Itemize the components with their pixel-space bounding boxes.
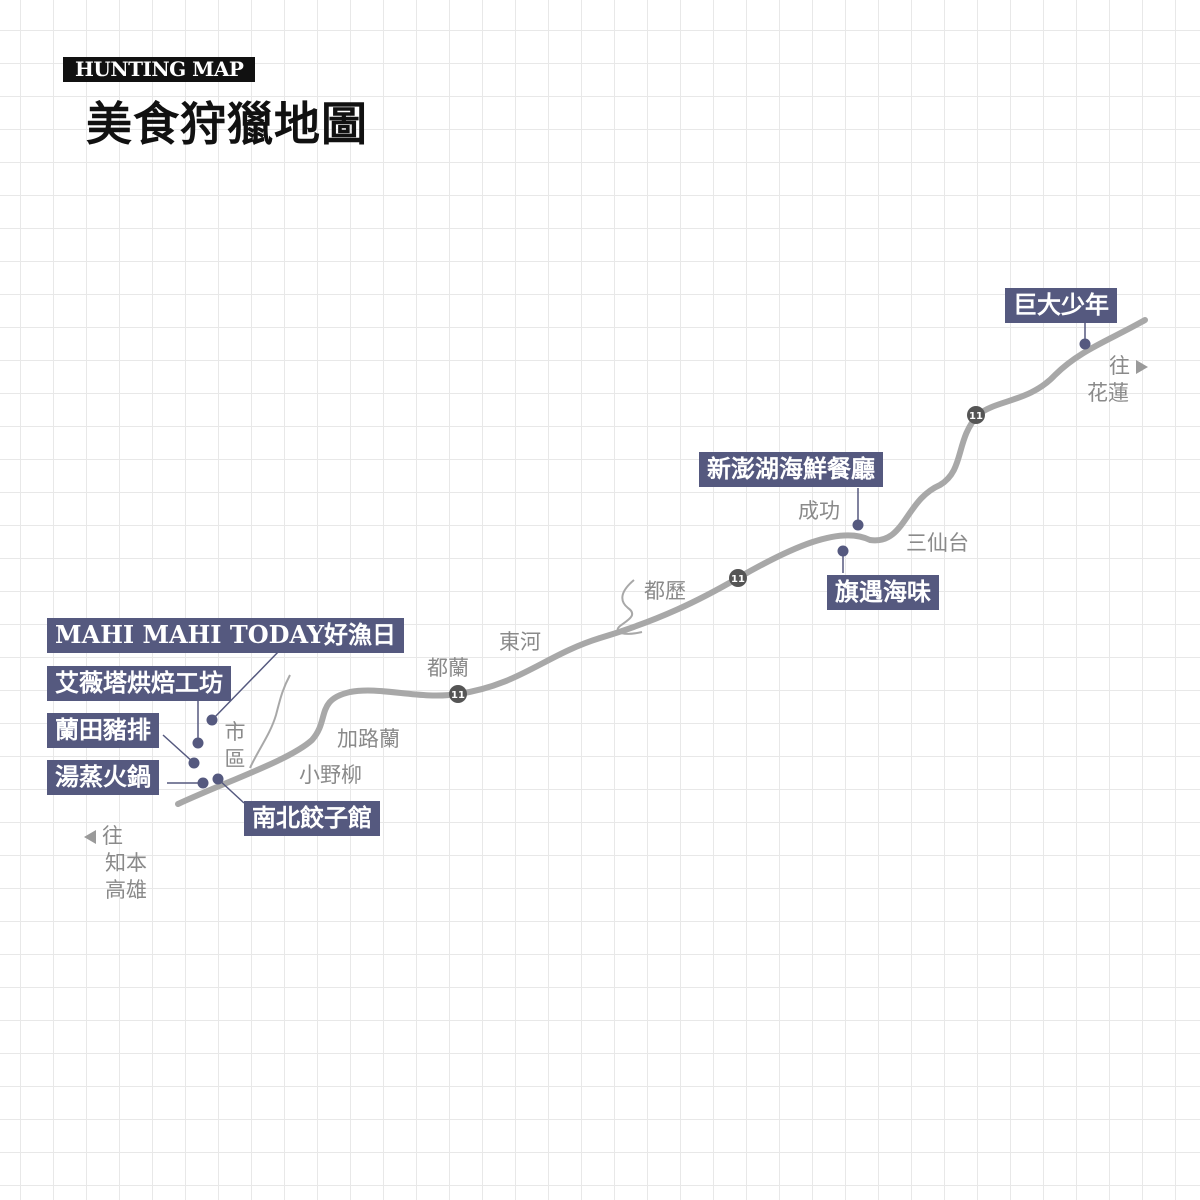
leader-line-mahi [211,649,281,721]
direction-south-dest1: 知本 [105,851,147,875]
svg-text:11: 11 [731,574,745,585]
tag-nanbei[interactable]: 南北餃子館 [244,801,380,836]
location-dot-qiyu [837,545,849,557]
tag-lantian[interactable]: 蘭田豬排 [47,713,159,748]
direction-south-dest2: 高雄 [105,878,147,902]
tag-aiweita[interactable]: 艾薇塔烘焙工坊 [47,666,231,701]
direction-north-prefix: 往 [1109,354,1130,378]
tag-mahi[interactable]: MAHI MAHI TODAY好漁日 [47,618,405,653]
leader-line-lantian [162,734,195,764]
place-label-sanxiantai: 三仙台 [906,531,969,555]
river-city [249,674,291,769]
tag-xinpeng[interactable]: 新澎湖海鮮餐廳 [699,452,883,487]
location-dot-mahi [206,714,218,726]
place-label-dulan: 都蘭 [427,656,469,680]
direction-south-prefix: 往 [102,824,123,848]
svg-text:11: 11 [451,690,465,701]
location-dot-lantian [188,757,200,769]
tag-qiyu[interactable]: 旗遇海味 [827,575,939,610]
place-label-chenggong: 成功 [798,499,840,523]
direction-north-dest: 花蓮 [1087,381,1129,405]
svg-text:11: 11 [969,411,983,422]
location-dot-xinpeng [852,519,864,531]
route-marker-north: 11 [967,406,985,424]
direction-north: 往 花蓮 [1087,353,1148,407]
place-label-donghe: 東河 [499,630,541,654]
direction-south: 往 知本 高雄 [84,823,147,904]
arrow-right-icon [1136,359,1148,374]
location-dot-aiweita [192,737,204,749]
place-label-jialulan: 加路蘭 [337,727,400,751]
hunting-map-label: HUNTING MAP [63,57,256,82]
place-label-xiaoyeliu: 小野柳 [299,763,362,787]
leader-line-nanbei [217,778,245,804]
location-dot-juda [1079,338,1091,350]
location-dot-tangzheng [197,777,209,789]
tag-tangzheng[interactable]: 湯蒸火鍋 [47,760,159,795]
place-label-duli: 都歷 [644,579,686,603]
page-title: 美食狩獵地圖 [86,97,368,151]
highway-11 [175,317,1148,807]
location-dot-nanbei [212,773,224,785]
route-marker-duli: 11 [729,569,747,587]
route-marker-dulan: 11 [449,685,467,703]
arrow-left-icon [84,829,96,844]
place-label-city: 市區 [224,720,246,771]
tag-juda[interactable]: 巨大少年 [1005,288,1117,323]
